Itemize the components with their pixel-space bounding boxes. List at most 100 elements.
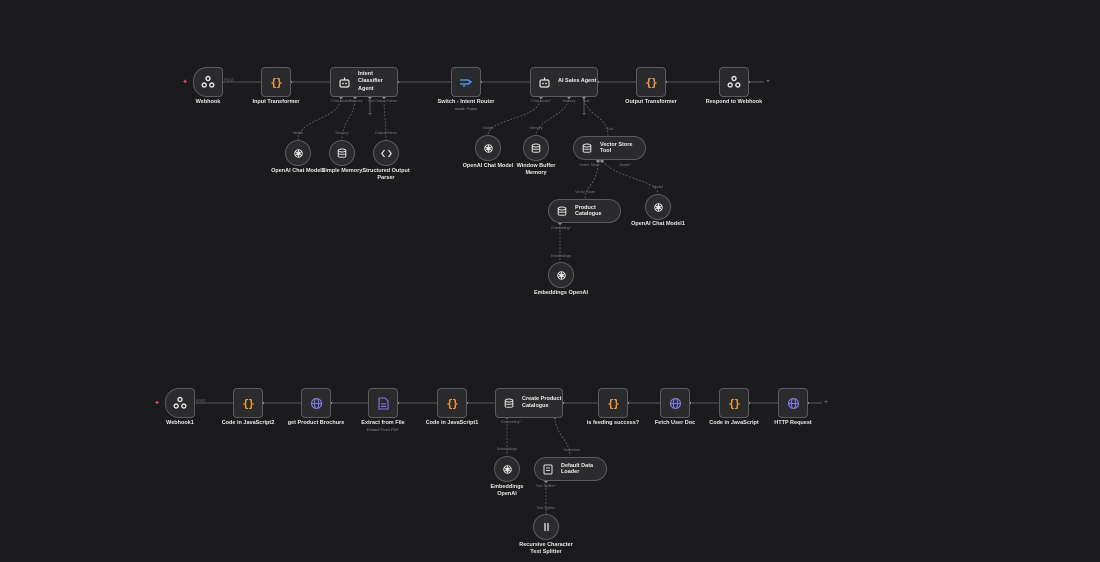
switch-icon: [459, 76, 473, 88]
embedding-port-label: Embedding*: [551, 226, 571, 230]
fetch-user-doc-label: Fetch User Doc: [654, 420, 696, 426]
trigger-bolt-icon: ✦: [154, 400, 160, 407]
vector-store-port-label: Vector Store: [575, 190, 595, 194]
model-port-label: Model: [293, 131, 303, 135]
embeddings-openai1-node[interactable]: [494, 456, 520, 482]
ai-agent-port-memory: Memory: [562, 99, 576, 103]
switch-intent-router-node[interactable]: [451, 67, 481, 97]
product-catalogue-title: Product Catalogue: [575, 205, 602, 217]
code-js2-node[interactable]: {}: [233, 388, 263, 418]
http-request-node[interactable]: [778, 388, 808, 418]
input-transformer-node[interactable]: {}: [261, 67, 291, 97]
window-buffer-memory-label: Window Buffer Memory: [516, 163, 556, 177]
embedding-port-label: Embedding*: [501, 420, 521, 424]
intent-classifier-port-memory: Memory: [349, 99, 363, 103]
add-node-plus-icon[interactable]: +: [824, 400, 828, 406]
embeddings-openai-node[interactable]: [548, 262, 574, 288]
globe-icon: [787, 397, 800, 410]
database-icon: [337, 148, 347, 159]
webhook1-label: Webhook1: [166, 420, 194, 426]
embeddings-openai-label: Embeddings OpenAI: [533, 290, 589, 296]
extract-from-file-node[interactable]: [368, 388, 398, 418]
code-brackets-icon: [380, 149, 392, 158]
switch-label: Switch - Intent Router: [437, 99, 495, 105]
embeddings-port-label: Embeddings: [497, 447, 517, 451]
trigger-bolt-icon: ✦: [182, 79, 188, 86]
structured-output-parser-label: Structured Output Parser: [362, 168, 410, 182]
openai-icon: [653, 202, 664, 213]
create-product-catalogue-title: Create Product Catalogue: [522, 395, 562, 409]
robot-icon: [539, 77, 550, 88]
respond-label: Respond to Webhook: [705, 99, 763, 105]
product-catalogue-node[interactable]: Product Catalogue: [548, 199, 621, 223]
respond-to-webhook-node[interactable]: [719, 67, 749, 97]
webhook1-port-label: POST: [196, 399, 206, 403]
webhook-label: Webhook: [195, 99, 221, 105]
default-data-loader-title: Default Data Loader: [561, 463, 594, 475]
intent-classifier-port-tool: Tool: [367, 99, 375, 103]
openai-chat-model1-label: OpenAI Chat Model1: [631, 221, 685, 227]
webhook-icon: [173, 396, 187, 410]
window-buffer-memory-node[interactable]: [523, 135, 549, 161]
code-braces-icon: {}: [728, 396, 740, 410]
webhook1-node[interactable]: [165, 388, 195, 418]
code-js-node[interactable]: {}: [719, 388, 749, 418]
ai-sales-agent-node[interactable]: AI Sales Agent: [530, 67, 598, 97]
input-transformer-label: Input Transformer: [252, 99, 300, 105]
vector-store-tool-title: Vector Store Tool: [600, 142, 633, 154]
code-braces-icon: {}: [242, 396, 254, 410]
output-transformer-node[interactable]: {}: [636, 67, 666, 97]
code-js1-label: Code in JavaScript1: [425, 420, 479, 426]
model-port-label: Model*: [619, 163, 631, 167]
structured-output-parser-node[interactable]: [373, 140, 399, 166]
fetch-user-doc-node[interactable]: [660, 388, 690, 418]
model-port-label: Model: [483, 126, 493, 130]
openai-icon: [502, 464, 513, 475]
model-port-label: Model: [653, 185, 663, 189]
create-product-catalogue-node[interactable]: Create Product Catalogue: [495, 388, 563, 418]
code-braces-icon: {}: [270, 75, 282, 89]
is-feeding-success-node[interactable]: {}: [598, 388, 628, 418]
code-braces-icon: {}: [645, 75, 657, 89]
openai-chat-model1-node[interactable]: [645, 194, 671, 220]
code-braces-icon: {}: [446, 396, 458, 410]
simple-memory-node[interactable]: [329, 140, 355, 166]
ai-sales-agent-title: AI Sales Agent: [558, 78, 597, 85]
intent-classifier-node[interactable]: Intent Classifier Agent: [330, 67, 398, 97]
default-data-loader-node[interactable]: Default Data Loader: [534, 457, 607, 481]
intent-classifier-port-output-parser: Output Parser: [374, 99, 398, 103]
code-js2-label: Code in JavaScript2: [221, 420, 275, 426]
webhook-node[interactable]: [193, 67, 223, 97]
get-product-brochure-label: get Product Brochure: [287, 420, 345, 426]
text-splitter-port-label: Text Splitter*: [535, 484, 557, 488]
get-product-brochure-node[interactable]: [301, 388, 331, 418]
code-js-label: Code in JavaScript: [709, 420, 759, 426]
output-transformer-label: Output Transformer: [625, 99, 677, 105]
webhook-port-label: POST: [224, 78, 234, 82]
database-icon: [504, 398, 514, 409]
openai-chat-model-node[interactable]: [475, 135, 501, 161]
openai-chat-model2-label: OpenAI Chat Model2: [271, 168, 325, 174]
intent-classifier-port-chat-model: Chat Model*: [331, 99, 351, 103]
add-tool-plus-icon[interactable]: +: [368, 112, 372, 118]
add-tool-plus-icon[interactable]: +: [582, 112, 586, 118]
recursive-text-splitter-label: Recursive Character Text Splitter: [519, 542, 573, 556]
text-splitter-port-label: Text Splitter: [536, 506, 556, 510]
recursive-text-splitter-node[interactable]: [533, 514, 559, 540]
vector-store-tool-node[interactable]: Vector Store Tool: [573, 136, 646, 160]
openai-chat-model2-node[interactable]: [285, 140, 311, 166]
openai-chat-model-label: OpenAI Chat Model: [462, 163, 514, 169]
memory-port-label: Memory: [529, 126, 543, 130]
embeddings-port-label: Embeddings: [551, 254, 571, 258]
code-braces-icon: {}: [607, 396, 619, 410]
output-parser-port-label: Output Parser: [374, 131, 398, 135]
add-node-plus-icon[interactable]: +: [766, 79, 770, 85]
extract-from-file-subtitle: Extract From PDF: [366, 427, 400, 432]
code-js1-node[interactable]: {}: [437, 388, 467, 418]
http-request-label: HTTP Request: [774, 420, 812, 426]
globe-icon: [669, 397, 682, 410]
openai-icon: [483, 143, 494, 154]
document-port-label: Document: [563, 448, 581, 452]
extract-from-file-label: Extract from File: [361, 420, 405, 426]
